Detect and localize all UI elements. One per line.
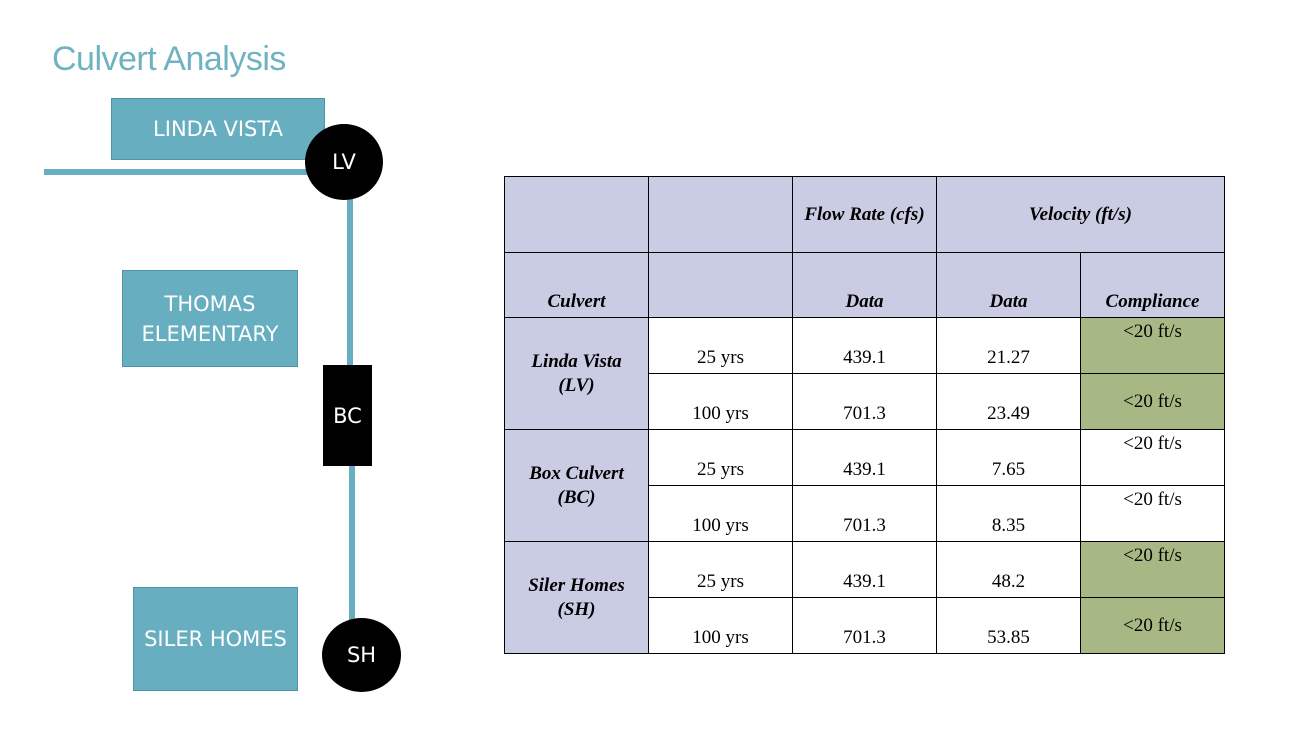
location-thomas-elementary: THOMAS ELEMENTARY — [122, 270, 298, 367]
culvert-name-cell: Siler Homes(SH) — [504, 541, 649, 654]
header-velocity-data: Data — [936, 252, 1081, 318]
period-cell: 25 yrs — [648, 541, 793, 598]
compliance-cell: <20 ft/s — [1080, 373, 1225, 430]
velocity-cell: 23.49 — [936, 373, 1081, 430]
culvert-name-cell: Linda Vista(LV) — [504, 317, 649, 430]
header-velocity: Velocity (ft/s) — [936, 176, 1225, 253]
compliance-cell: <20 ft/s — [1080, 317, 1225, 374]
header-culvert: Culvert — [504, 252, 649, 318]
pipe-horizontal — [44, 169, 314, 175]
period-cell: 100 yrs — [648, 485, 793, 542]
node-bc: BC — [323, 365, 372, 466]
velocity-cell: 7.65 — [936, 429, 1081, 486]
header-cell-empty — [648, 252, 793, 318]
culvert-name-cell: Box Culvert(BC) — [504, 429, 649, 542]
period-cell: 100 yrs — [648, 373, 793, 430]
period-cell: 25 yrs — [648, 317, 793, 374]
header-compliance: Compliance — [1080, 252, 1225, 318]
location-linda-vista: LINDA VISTA — [111, 98, 325, 160]
flow-cell: 439.1 — [792, 317, 937, 374]
node-sh: SH — [322, 618, 401, 692]
culvert-name-line1: Linda Vista — [531, 350, 622, 372]
compliance-cell: <20 ft/s — [1080, 597, 1225, 654]
compliance-cell: <20 ft/s — [1080, 429, 1225, 486]
velocity-cell: 48.2 — [936, 541, 1081, 598]
header-flow-data: Data — [792, 252, 937, 318]
flow-cell: 701.3 — [792, 597, 937, 654]
compliance-cell: <20 ft/s — [1080, 485, 1225, 542]
culvert-name-line2: (SH) — [557, 598, 596, 620]
flow-cell: 701.3 — [792, 373, 937, 430]
table-header-row: Culvert Data Data Compliance — [504, 252, 1225, 318]
culvert-name-line1: Box Culvert — [529, 462, 624, 484]
node-label: BC — [333, 403, 362, 428]
compliance-cell: <20 ft/s — [1080, 541, 1225, 598]
period-cell: 100 yrs — [648, 597, 793, 654]
table-header-row: Flow Rate (cfs) Velocity (ft/s) — [504, 176, 1225, 253]
culvert-name-line2: (BC) — [557, 486, 596, 508]
pipe-vertical-upper — [347, 190, 353, 370]
location-label: SILER HOMES — [144, 627, 287, 651]
culvert-table: Flow Rate (cfs) Velocity (ft/s) Culvert … — [504, 176, 1225, 654]
header-cell-empty — [648, 176, 793, 253]
flow-cell: 439.1 — [792, 429, 937, 486]
location-label-line2: ELEMENTARY — [141, 321, 279, 346]
culvert-name-line1: Siler Homes — [528, 574, 625, 596]
page-title: Culvert Analysis — [52, 40, 286, 78]
header-flow-rate: Flow Rate (cfs) — [792, 176, 937, 253]
location-siler-homes: SILER HOMES — [133, 587, 298, 691]
location-label: LINDA VISTA — [153, 117, 283, 141]
flow-cell: 701.3 — [792, 485, 937, 542]
header-cell-empty — [504, 176, 649, 253]
culvert-name-line2: (LV) — [558, 374, 595, 396]
location-label-line1: THOMAS — [164, 291, 256, 316]
node-lv: LV — [305, 124, 383, 200]
flow-cell: 439.1 — [792, 541, 937, 598]
velocity-cell: 53.85 — [936, 597, 1081, 654]
node-label: LV — [332, 150, 356, 174]
period-cell: 25 yrs — [648, 429, 793, 486]
pipe-vertical-lower — [349, 462, 355, 632]
velocity-cell: 8.35 — [936, 485, 1081, 542]
node-label: SH — [346, 643, 377, 667]
velocity-cell: 21.27 — [936, 317, 1081, 374]
